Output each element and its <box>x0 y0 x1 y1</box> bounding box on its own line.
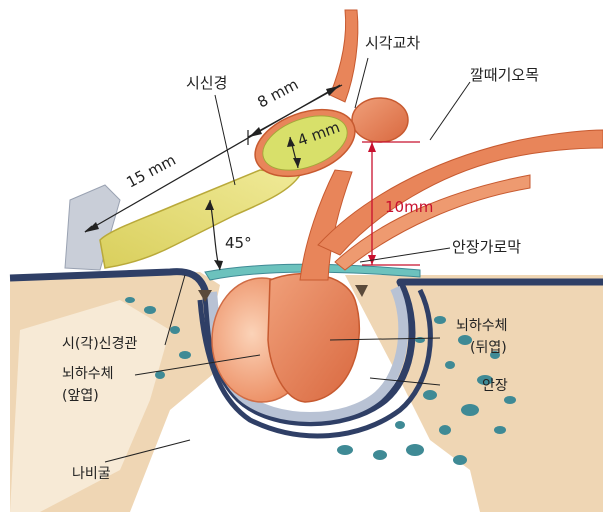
label-15mm: 15 mm <box>123 151 178 192</box>
label-8mm: 8 mm <box>254 75 301 111</box>
label-sphenoid-sinus: 나비굴 <box>72 466 111 482</box>
arrow-10mm-top <box>368 142 376 152</box>
label-45-degree: 45° <box>225 234 252 252</box>
label-optic-nerve: 시신경 <box>186 74 227 92</box>
label-pituitary-anterior-1: 뇌하수체 <box>62 366 114 382</box>
label-sella: 안장 <box>482 378 508 394</box>
label-diaphragma-sellae: 안장가로막 <box>452 238 521 256</box>
label-pituitary-anterior-2: (앞엽) <box>62 388 99 404</box>
label-pituitary-posterior-2: (뒤엽) <box>470 340 507 356</box>
label-pituitary-posterior-1: 뇌하수체 <box>456 318 508 334</box>
optic-chiasm <box>352 98 408 142</box>
pituitary-posterior <box>268 274 359 402</box>
label-optic-canal: 시(각)신경관 <box>62 336 137 352</box>
label-infundibulum: 깔때기오목 <box>470 66 539 84</box>
label-optic-chiasm: 시각교차 <box>365 34 420 52</box>
label-10mm: 10mm <box>385 198 433 216</box>
